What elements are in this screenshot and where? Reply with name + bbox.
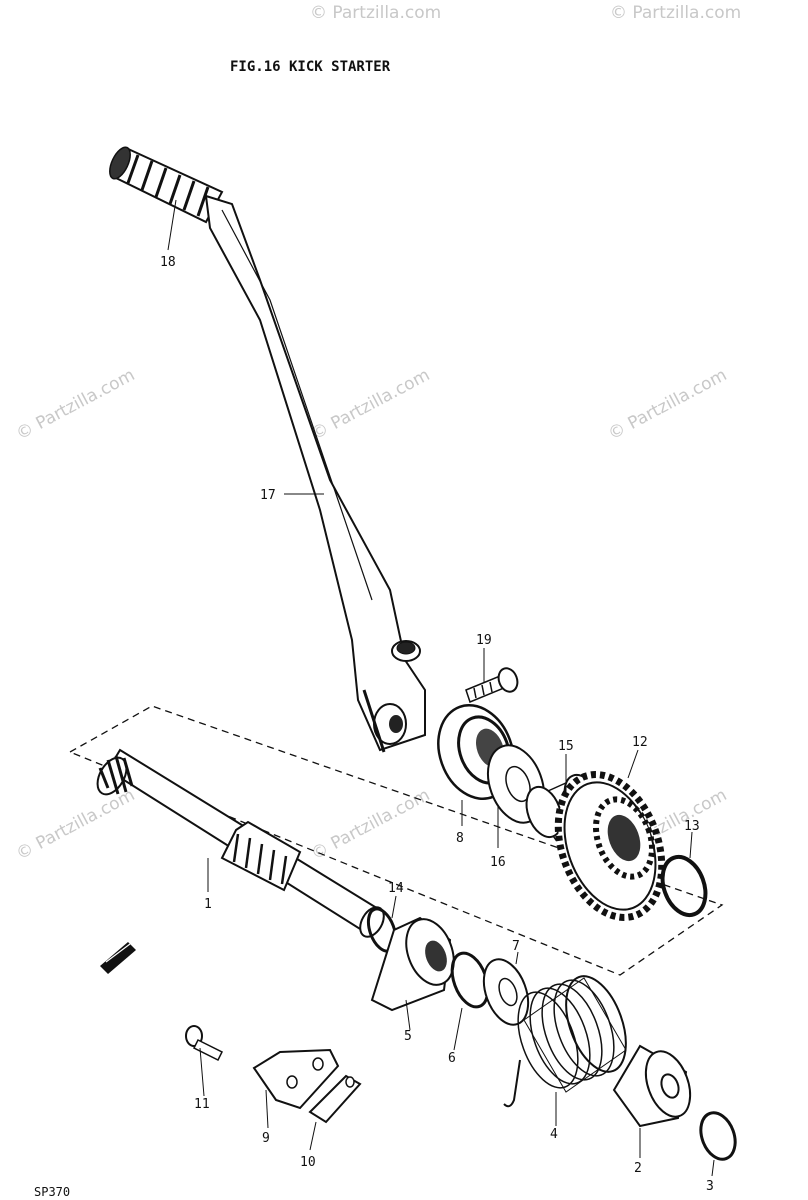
end-circlip[interactable] <box>695 1108 741 1164</box>
callout-2-marker: 2 <box>634 1161 642 1176</box>
lever-bolt[interactable] <box>465 666 521 703</box>
watermark: © Partzilla.com <box>310 3 441 23</box>
callout-9: 9 <box>262 1131 270 1146</box>
watermark: © Partzilla.com <box>13 365 138 444</box>
callout-10: 10 <box>300 1155 316 1170</box>
watermark: © Partzilla.com <box>605 365 730 444</box>
circlip[interactable] <box>655 851 713 921</box>
front-direction-arrow <box>100 942 136 974</box>
leader-lines <box>167 199 715 1177</box>
watermark: © Partzilla.com <box>13 785 138 864</box>
callout-4: 4 <box>550 1127 558 1142</box>
kick-grip-rubber[interactable] <box>106 144 224 224</box>
callout-12: 12 <box>632 735 648 750</box>
callout-6: 6 <box>448 1051 456 1066</box>
watermark: © Partzilla.com <box>308 365 433 444</box>
callout-5: 5 <box>404 1029 412 1044</box>
callout-19: 19 <box>476 633 492 648</box>
figure-title: FIG.16 KICK STARTER <box>230 59 391 75</box>
callout-8: 8 <box>456 831 464 846</box>
kick-starter-shaft[interactable] <box>92 748 389 941</box>
callout-3: 3 <box>706 1179 714 1194</box>
callout-1: 1 <box>204 897 212 912</box>
callout-7: 7 <box>512 939 520 954</box>
kick-idle-gear[interactable] <box>540 760 681 932</box>
stopper-bolt[interactable] <box>185 1025 224 1062</box>
callout-11: 11 <box>194 1097 210 1112</box>
callout-16: 16 <box>490 855 506 870</box>
watermark: © Partzilla.com <box>308 785 433 864</box>
lock-washer[interactable] <box>308 1074 362 1124</box>
callout-17: 17 <box>260 488 276 503</box>
stopper-plate[interactable] <box>252 1048 340 1110</box>
spring-guide[interactable] <box>612 1044 698 1128</box>
callout-18: 18 <box>160 255 176 270</box>
callout-labels: 18 17 19 15 12 8 16 13 1 14 7 5 6 4 11 9… <box>160 255 714 1194</box>
kick-return-spring[interactable] <box>503 968 638 1108</box>
callout-15: 15 <box>558 739 574 754</box>
kick-starter-lever[interactable] <box>204 194 426 753</box>
watermark: © Partzilla.com <box>610 3 741 23</box>
kick-starter-pawl-guide[interactable] <box>370 913 462 1012</box>
callout-13: 13 <box>684 819 700 834</box>
subassembly-dashed-box <box>68 705 724 976</box>
callout-14: 14 <box>388 881 404 896</box>
figure-code: SP370 <box>34 1185 70 1199</box>
